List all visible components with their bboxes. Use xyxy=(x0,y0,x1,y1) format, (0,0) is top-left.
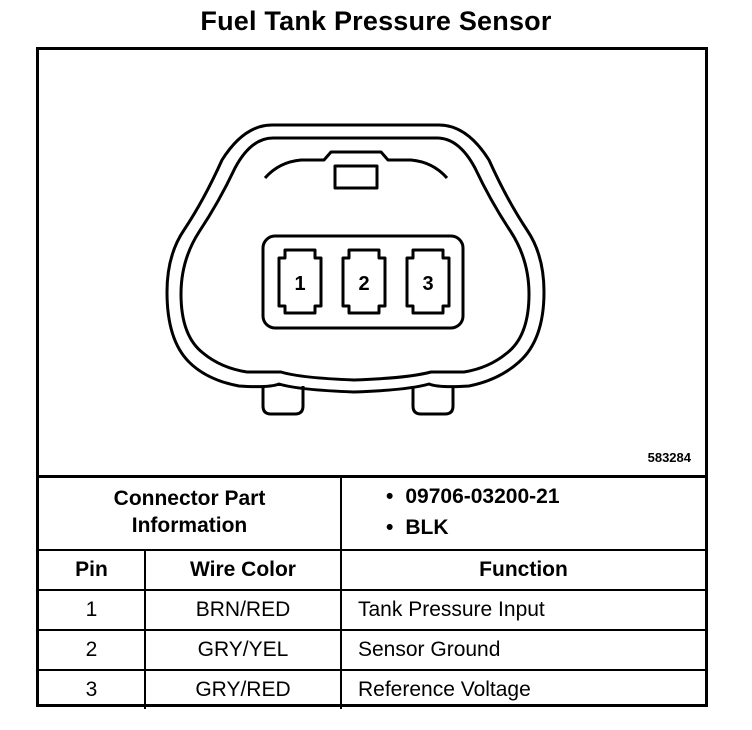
connector-foot-right xyxy=(411,386,455,416)
function-cell: Tank Pressure Input xyxy=(340,589,705,631)
pin-cell: 2 xyxy=(39,629,146,671)
part-info-label-line1: Connector Part xyxy=(113,487,266,510)
connector-color: BLK xyxy=(386,512,705,543)
part-info-label-line2: Information xyxy=(131,514,248,537)
function-cell: Reference Voltage xyxy=(340,669,705,709)
part-info-row: Connector Part Information 09706-03200-2… xyxy=(39,475,705,551)
part-info-values: 09706-03200-21 BLK xyxy=(340,475,705,551)
pin-cavity xyxy=(261,234,465,330)
page-title: Fuel Tank Pressure Sensor xyxy=(200,6,552,36)
pin-cell: 3 xyxy=(39,669,146,709)
connector-housing-outer xyxy=(165,123,546,394)
part-number: 09706-03200-21 xyxy=(386,481,705,512)
wire-color-cell: GRY/YEL xyxy=(144,629,342,671)
connector-diagram: 1 2 3 583284 xyxy=(39,50,705,478)
diagram-frame: 1 2 3 583284 Connector Part Information … xyxy=(36,47,708,709)
function-cell: Sensor Ground xyxy=(340,629,705,671)
table-row: 2 GRY/YEL Sensor Ground xyxy=(39,629,705,671)
part-info-label: Connector Part Information xyxy=(39,475,342,551)
pin-1-terminal xyxy=(277,248,323,315)
pin-cell: 1 xyxy=(39,589,146,631)
connector-latch xyxy=(263,150,449,180)
connector-housing-inner xyxy=(179,136,531,382)
connector-face-drawing: 1 2 3 xyxy=(165,123,546,416)
figure-id: 583284 xyxy=(647,450,691,465)
wire-color-cell: GRY/RED xyxy=(144,669,342,709)
header-wire-color: Wire Color xyxy=(144,549,342,591)
table-row: 1 BRN/RED Tank Pressure Input xyxy=(39,589,705,631)
table-row: 3 GRY/RED Reference Voltage xyxy=(39,669,705,709)
table-header-row: Pin Wire Color Function xyxy=(39,549,705,591)
pin-3-terminal xyxy=(405,248,451,315)
connector-foot-left xyxy=(261,386,305,416)
pin-2-terminal xyxy=(341,248,387,315)
header-function: Function xyxy=(340,549,705,591)
header-pin: Pin xyxy=(39,549,146,591)
pin-3-label: 3 xyxy=(422,273,433,295)
connector-info-table: Connector Part Information 09706-03200-2… xyxy=(39,475,705,709)
pin-2-label: 2 xyxy=(358,273,369,295)
pin-1-label: 1 xyxy=(294,273,305,295)
wire-color-cell: BRN/RED xyxy=(144,589,342,631)
